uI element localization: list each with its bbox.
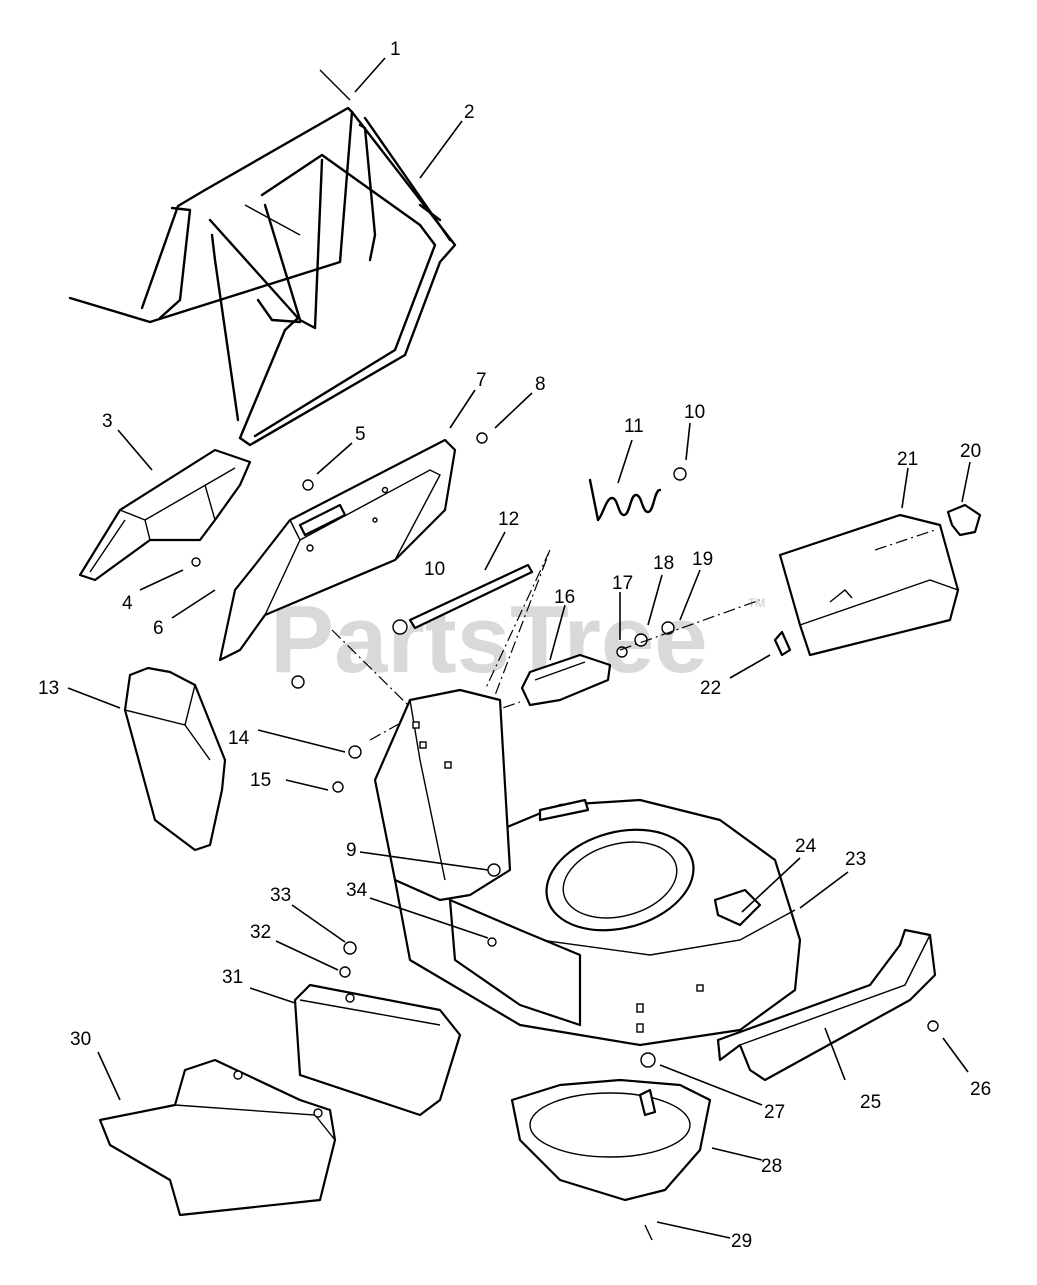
part-6-plate bbox=[218, 438, 457, 662]
callout-19: 19 bbox=[692, 549, 713, 570]
callout-2: 2 bbox=[464, 102, 475, 123]
callout-20: 20 bbox=[960, 441, 981, 462]
callout-33: 33 bbox=[270, 885, 291, 906]
callout-7: 7 bbox=[476, 370, 487, 391]
part-3-bracket bbox=[78, 448, 252, 582]
callout-11: 11 bbox=[624, 416, 644, 437]
callout-22: 22 bbox=[700, 678, 721, 699]
callout-9: 9 bbox=[346, 840, 357, 861]
callout-32: 32 bbox=[250, 922, 271, 943]
callout-26: 26 bbox=[970, 1079, 991, 1100]
leader-lines bbox=[67, 57, 971, 1239]
callout-13: 13 bbox=[38, 678, 59, 699]
callout-4: 4 bbox=[122, 593, 133, 614]
callout-17: 17 bbox=[612, 573, 633, 594]
callout-23: 23 bbox=[845, 849, 866, 870]
part-30-chute bbox=[98, 1058, 337, 1217]
callout-16: 16 bbox=[554, 587, 575, 608]
bag-frame bbox=[68, 69, 457, 447]
callout-1: 1 bbox=[390, 39, 401, 60]
callout-34: 34 bbox=[346, 880, 368, 901]
callout-25: 25 bbox=[860, 1092, 881, 1113]
part-25-skirt bbox=[716, 928, 939, 1082]
callout-10b: 10 bbox=[424, 559, 445, 580]
watermark-trademark: TM bbox=[748, 596, 765, 610]
callout-18: 18 bbox=[653, 553, 674, 574]
callout-10a: 10 bbox=[684, 402, 705, 423]
part-13-flap bbox=[123, 666, 227, 852]
callout-28: 28 bbox=[761, 1156, 782, 1177]
callout-27: 27 bbox=[764, 1102, 785, 1123]
part-16-latch bbox=[520, 621, 675, 707]
callout-31: 31 bbox=[222, 967, 243, 988]
callout-14: 14 bbox=[228, 728, 250, 749]
part-12-rod bbox=[392, 563, 534, 635]
callout-8: 8 bbox=[535, 374, 546, 395]
part-21-cover bbox=[773, 503, 982, 657]
callout-3: 3 bbox=[102, 411, 113, 432]
watermark: PartsTree TM bbox=[270, 586, 765, 693]
part-11-spring bbox=[588, 467, 687, 522]
callout-21: 21 bbox=[897, 449, 918, 470]
part-28-bowl bbox=[510, 1052, 712, 1241]
callout-6: 6 bbox=[153, 618, 164, 639]
callout-24: 24 bbox=[795, 836, 817, 857]
callout-15: 15 bbox=[250, 770, 271, 791]
part-23-deck bbox=[373, 688, 802, 1047]
callout-labels: 1 2 3 4 5 6 7 8 9 10 10 11 12 13 14 15 1… bbox=[38, 39, 991, 1252]
callout-12: 12 bbox=[498, 509, 519, 530]
callout-29: 29 bbox=[731, 1231, 752, 1252]
part-31-cover bbox=[293, 941, 462, 1117]
callout-30: 30 bbox=[70, 1029, 91, 1050]
callout-5: 5 bbox=[355, 424, 366, 445]
hardware bbox=[191, 432, 501, 947]
